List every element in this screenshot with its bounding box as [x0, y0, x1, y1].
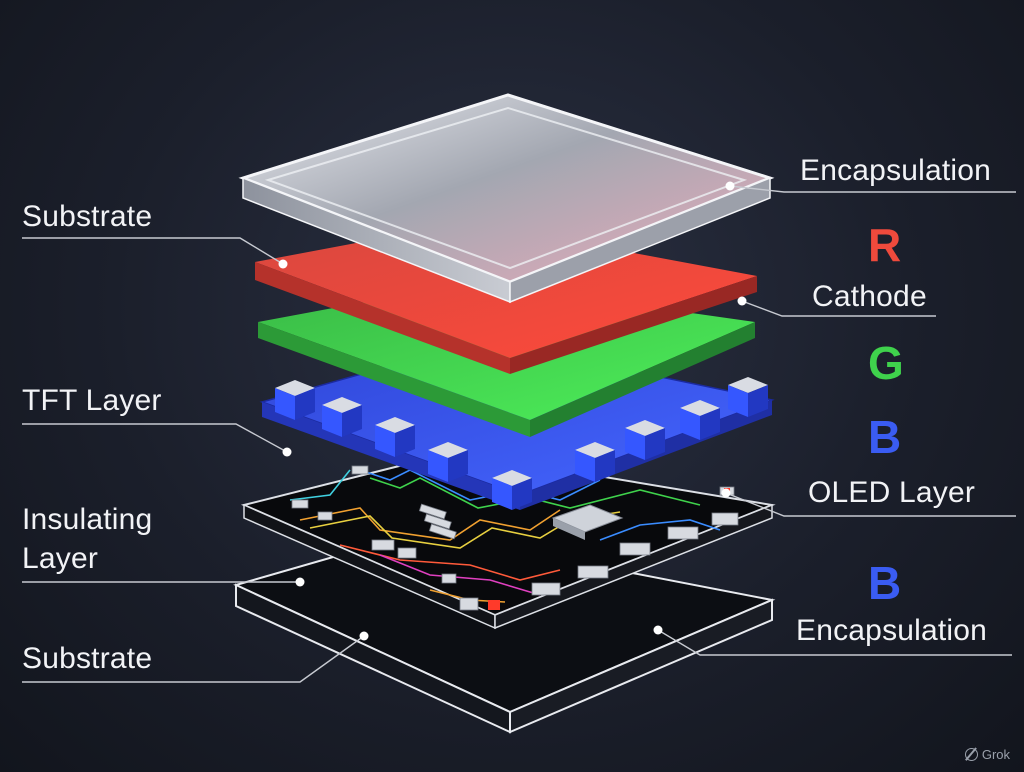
label-oled-layer: OLED Layer	[808, 476, 976, 509]
leader-encapsulation-top	[729, 185, 1016, 193]
leader-dot-oled-layer	[721, 488, 731, 498]
label-cathode: Cathode	[812, 280, 927, 313]
leader-dot-tft-layer	[282, 447, 292, 457]
leader-substrate-top	[22, 237, 284, 265]
leader-dot-substrate-top	[278, 259, 288, 269]
leader-dot-encapsulation-top	[725, 181, 735, 191]
letter-b-lower: B	[868, 557, 902, 609]
leader-substrate-bottom	[22, 635, 365, 683]
leader-dot-encapsulation-bottom	[653, 625, 663, 635]
letter-g: G	[868, 337, 904, 389]
leader-oled-layer	[725, 492, 1016, 517]
pixel-cube	[428, 442, 468, 482]
letter-b-upper: B	[868, 411, 902, 463]
leader-encapsulation-bottom	[657, 629, 1012, 656]
letter-r: R	[868, 219, 902, 271]
label-encapsulation-bottom: Encapsulation	[796, 614, 988, 647]
pixel-cube	[728, 377, 768, 417]
top-glass-layer	[238, 93, 775, 304]
watermark-text: Grok	[981, 747, 1010, 762]
label-encapsulation-top: Encapsulation	[800, 154, 992, 187]
label-substrate-top: Substrate	[22, 200, 153, 233]
pixel-cube	[625, 420, 665, 460]
label-substrate-bottom: Substrate	[22, 642, 153, 675]
pixel-cube	[375, 417, 415, 457]
pixel-cube	[322, 397, 362, 437]
pixel-cube	[492, 470, 532, 510]
pixel-cube	[575, 442, 615, 482]
watermark: Grok	[964, 747, 1010, 762]
label-insulating-line1: Insulating	[22, 503, 153, 536]
circuit-board	[240, 450, 776, 630]
leader-dot-substrate-bottom	[359, 631, 369, 641]
pixel-cube	[275, 380, 315, 420]
leader-dot-cathode	[737, 296, 747, 306]
leader-tft-layer	[22, 423, 288, 453]
grok-logo-icon	[964, 748, 978, 761]
leader-cathode	[741, 300, 936, 317]
pixel-cubes	[275, 377, 768, 510]
label-tft-layer: TFT Layer	[22, 384, 162, 417]
label-insulating-line2: Layer	[22, 542, 99, 575]
leader-dot-insulating-layer	[295, 577, 305, 587]
pixel-cube	[680, 400, 720, 440]
